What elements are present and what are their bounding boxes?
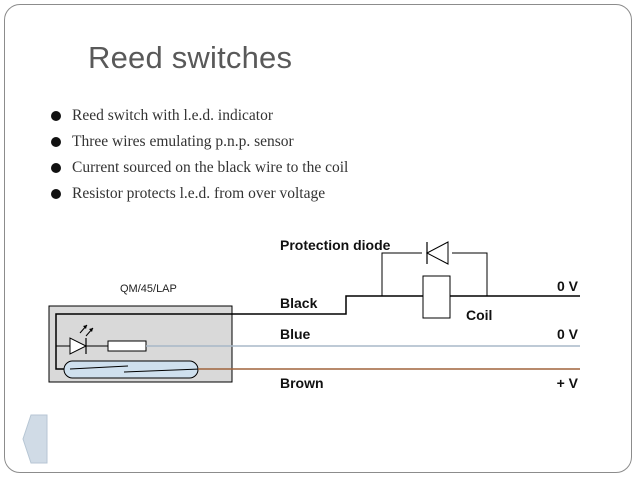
bullet-dot-icon [51, 137, 61, 147]
voltage-label-blue: 0 V [557, 326, 579, 342]
bullet-text: Three wires emulating p.n.p. sensor [72, 133, 294, 150]
internal-wire-black [55, 313, 232, 370]
voltage-label-brown: + V [557, 375, 579, 391]
wire-label-brown: Brown [280, 375, 324, 391]
slide-frame [4, 4, 632, 473]
bullet-item: Resistor protects l.e.d. from over volta… [50, 184, 348, 210]
bullet-list: Reed switch with l.e.d. indicator Three … [50, 106, 348, 210]
bullet-dot-icon [51, 111, 61, 121]
black-wire [232, 295, 580, 315]
bullet-item: Current sourced on the black wire to the… [50, 158, 348, 184]
voltage-label-black: 0 V [557, 278, 579, 294]
back-arrow-icon[interactable] [22, 414, 48, 464]
coil-label: Coil [466, 307, 492, 323]
protection-diode-icon [422, 240, 452, 265]
reed-contact-right [123, 368, 201, 373]
protection-diode-label: Protection diode [280, 237, 391, 253]
wire-label-black: Black [280, 295, 318, 311]
bullet-item: Three wires emulating p.n.p. sensor [50, 132, 348, 158]
coil-icon [422, 275, 451, 319]
bullet-dot-icon [51, 189, 61, 199]
wire-label-blue: Blue [280, 326, 311, 342]
bullet-item: Reed switch with l.e.d. indicator [50, 106, 348, 132]
resistor-icon [107, 340, 147, 352]
led-icon [69, 324, 108, 355]
bullet-dot-icon [51, 163, 61, 173]
bullet-text: Current sourced on the black wire to the… [72, 159, 349, 176]
reed-contact-left [69, 365, 129, 370]
bullet-text: Resistor protects l.e.d. from over volta… [72, 185, 326, 202]
component-label: QM/45/LAP [120, 283, 177, 295]
slide-title: Reed switches [88, 40, 293, 75]
bullet-text: Reed switch with l.e.d. indicator [72, 107, 274, 124]
